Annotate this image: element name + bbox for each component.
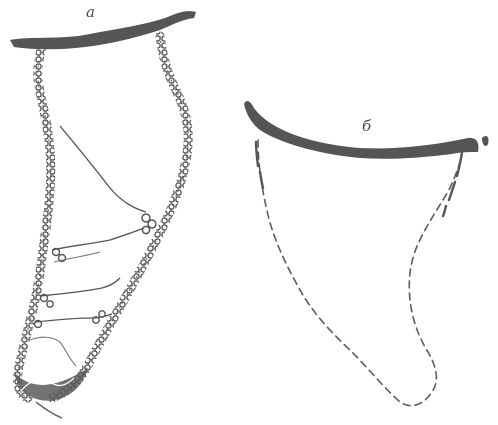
panel-a-right-wall <box>52 36 188 398</box>
panel-b-label: б <box>362 117 372 135</box>
panel-b-dashed-outline <box>258 140 462 406</box>
panel-a: а <box>10 3 196 418</box>
panel-a-bead-cluster <box>142 214 156 234</box>
panel-a-left-wall <box>17 46 50 398</box>
panel-a-inner-fibre <box>60 126 146 212</box>
panel-a-label: а <box>86 3 95 21</box>
panel-a-cross-strand-1 <box>52 228 144 250</box>
panel-b-right-fleck <box>482 136 489 146</box>
panel-b: б <box>244 101 489 406</box>
panel-a-cross-strand-2 <box>54 252 100 262</box>
panel-a-top-band <box>10 11 196 49</box>
panel-a-inner-loop <box>30 337 76 366</box>
panel-a-cross-strand-4 <box>36 314 112 322</box>
panel-a-cross-strand-3 <box>40 278 120 296</box>
